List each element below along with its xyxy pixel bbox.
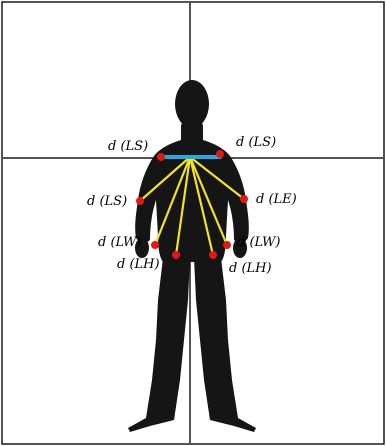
label-left-shoulder: d (LS)	[236, 135, 276, 150]
right-wrist-joint	[151, 241, 159, 249]
label-right-wrist: d (LW)	[98, 235, 141, 250]
left-wrist-joint	[223, 241, 231, 249]
label-left-elbow: d (LE)	[256, 192, 297, 207]
left-elbow-joint	[240, 195, 248, 203]
left-shoulder-joint	[216, 150, 224, 158]
label-right-shoulder: d (LS)	[108, 139, 148, 154]
label-left-hip: d (LH)	[229, 261, 272, 276]
label-right-elbow: d (LS)	[87, 194, 127, 209]
label-right-hip: d (LH)	[117, 257, 160, 272]
right-shoulder-joint	[157, 153, 165, 161]
label-left-wrist: d (LW)	[237, 235, 280, 250]
right-hip-joint	[172, 251, 180, 259]
left-hip-joint	[209, 251, 217, 259]
right-elbow-joint	[136, 197, 144, 205]
head	[175, 80, 209, 128]
